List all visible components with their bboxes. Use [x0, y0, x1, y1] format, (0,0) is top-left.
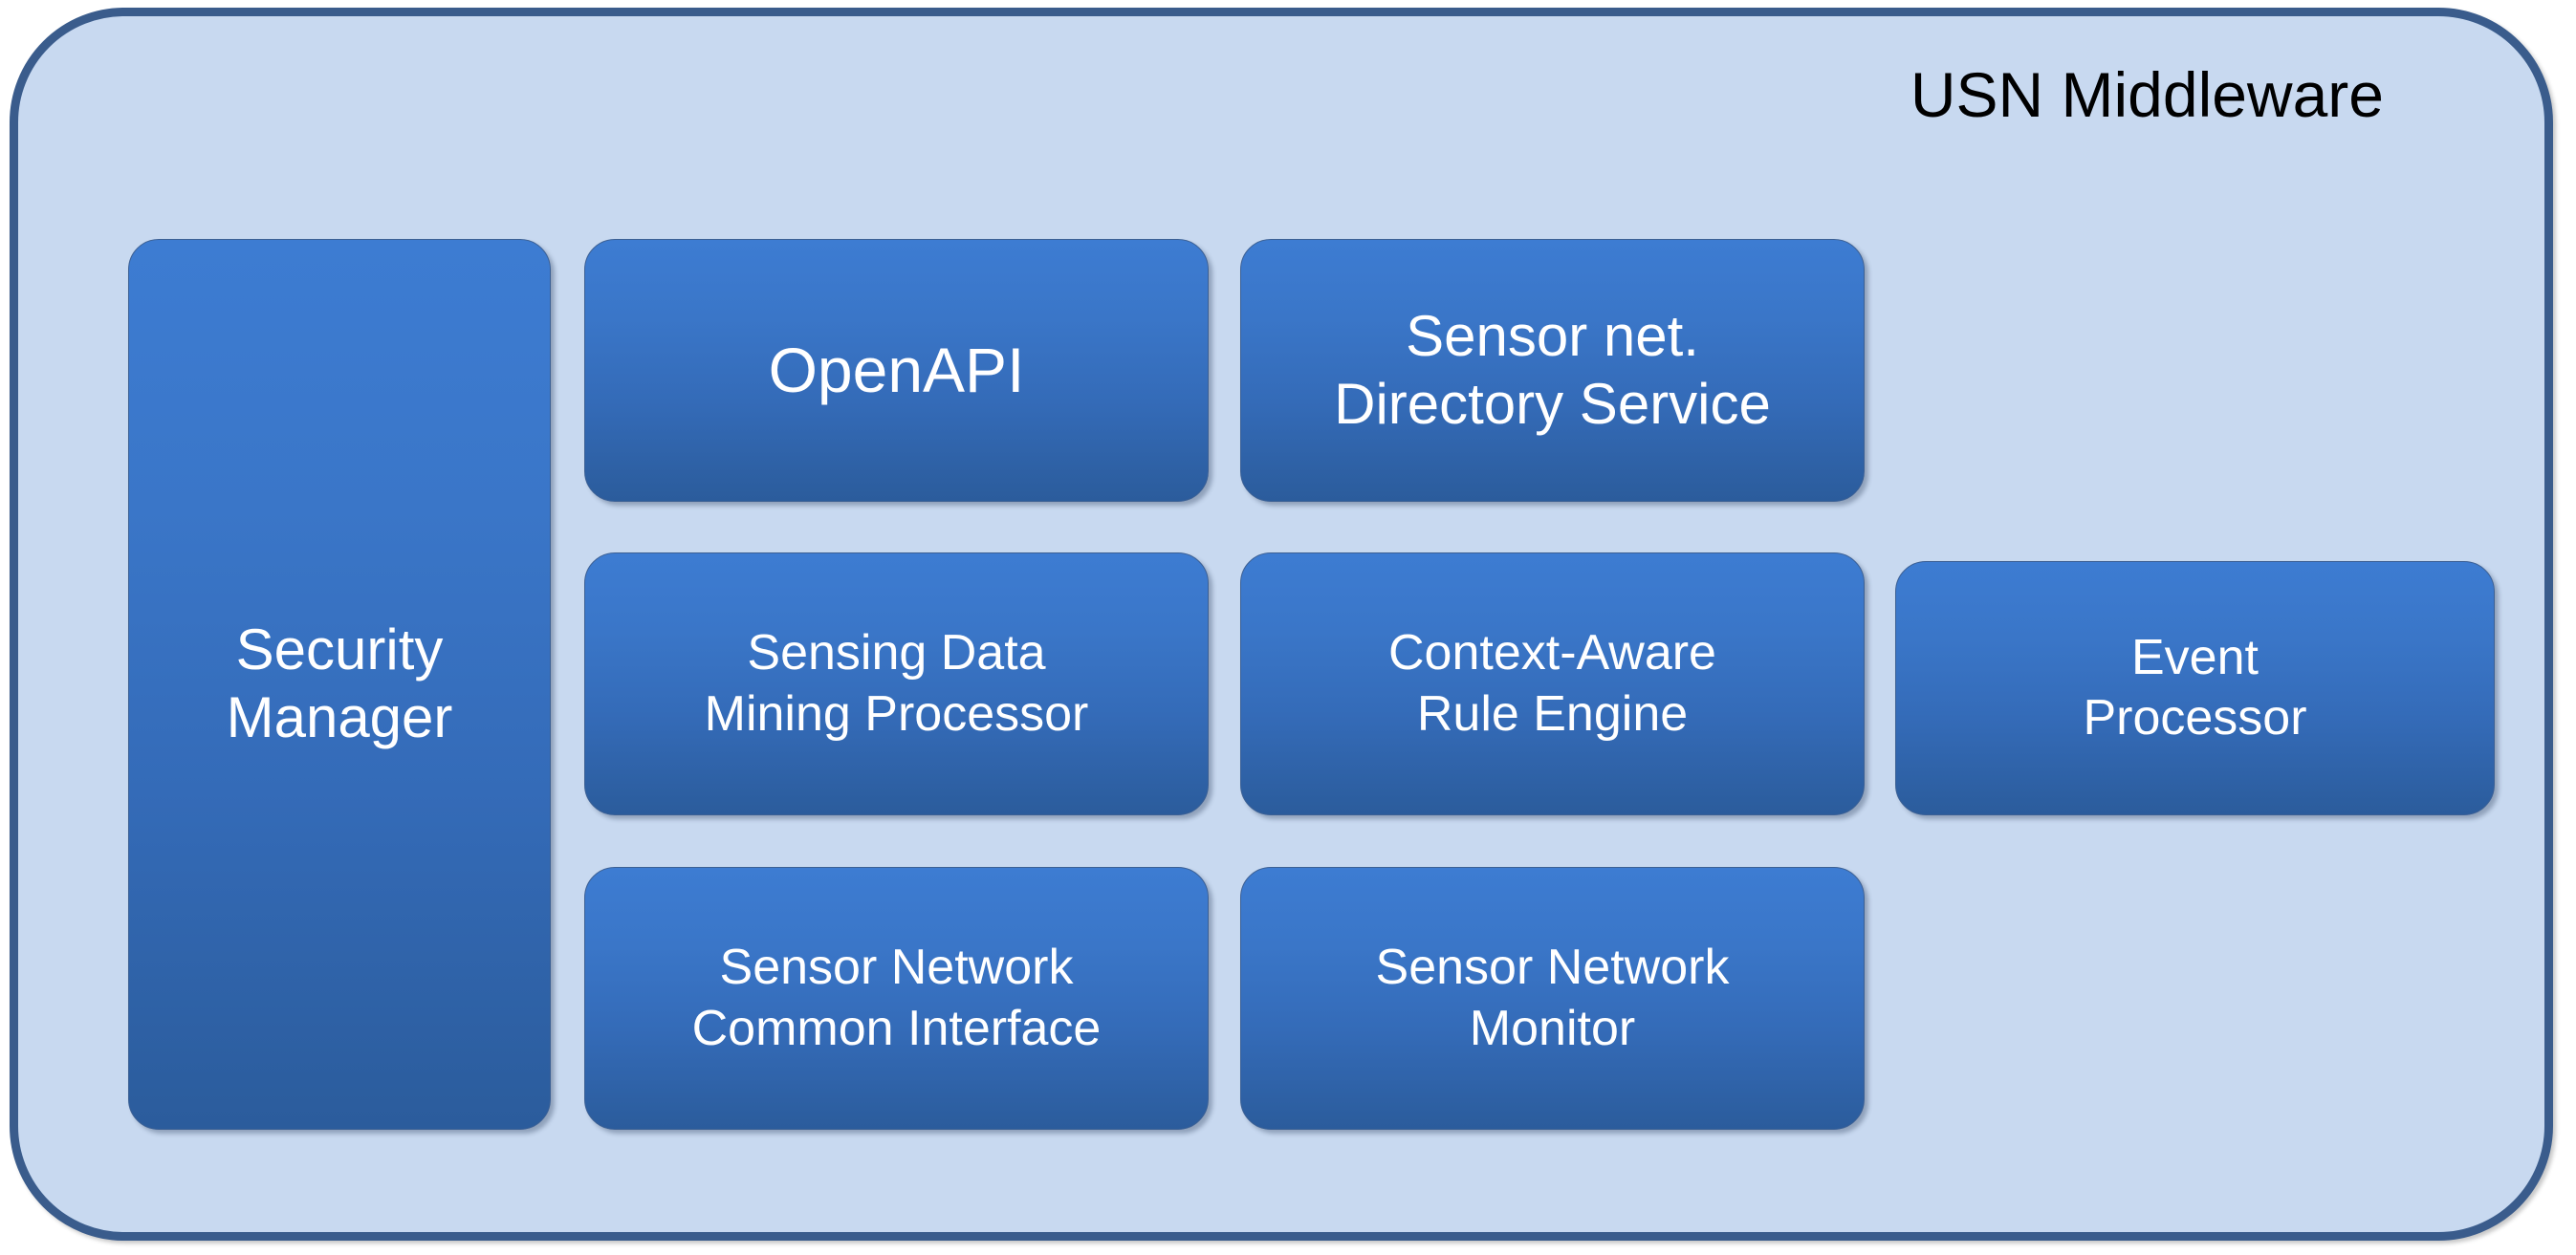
box-sensor-net-directory-service[interactable]: Sensor net. Directory Service	[1240, 239, 1865, 502]
box-openapi[interactable]: OpenAPI	[584, 239, 1209, 502]
usn-middleware-title: USN Middleware	[1910, 59, 2384, 130]
box-security-manager-line-2: Manager	[226, 685, 453, 749]
box-context-aware-rule-engine[interactable]: Context-Aware Rule Engine	[1240, 552, 1865, 815]
box-event-processor-line-2: Processor	[2083, 690, 2307, 746]
box-directory-service-line-1: Sensor net.	[1406, 303, 1699, 368]
box-sensing-data-mining-processor[interactable]: Sensing Data Mining Processor	[584, 552, 1209, 815]
box-common-interface-line-1: Sensor Network	[719, 940, 1074, 996]
box-network-monitor-line-1: Sensor Network	[1375, 940, 1730, 996]
box-mining-processor-line-2: Mining Processor	[704, 685, 1089, 742]
box-security-manager-line-1: Security	[235, 617, 444, 682]
box-openapi-line-1: OpenAPI	[768, 334, 1025, 405]
box-security-manager[interactable]: Security Manager	[128, 239, 551, 1130]
box-sensor-network-monitor[interactable]: Sensor Network Monitor	[1240, 867, 1865, 1130]
box-directory-service-line-2: Directory Service	[1334, 371, 1771, 436]
box-mining-processor-line-1: Sensing Data	[747, 625, 1046, 682]
box-common-interface-line-2: Common Interface	[691, 1000, 1102, 1056]
box-network-monitor-line-2: Monitor	[1469, 1000, 1636, 1056]
box-event-processor[interactable]: Event Processor	[1895, 561, 2495, 815]
box-rule-engine-line-1: Context-Aware	[1388, 625, 1716, 682]
usn-middleware-container: USN Middleware Security Manager OpenAPI …	[10, 8, 2553, 1241]
box-rule-engine-line-2: Rule Engine	[1416, 685, 1689, 742]
box-sensor-network-common-interface[interactable]: Sensor Network Common Interface	[584, 867, 1209, 1130]
box-event-processor-line-1: Event	[2131, 629, 2259, 685]
